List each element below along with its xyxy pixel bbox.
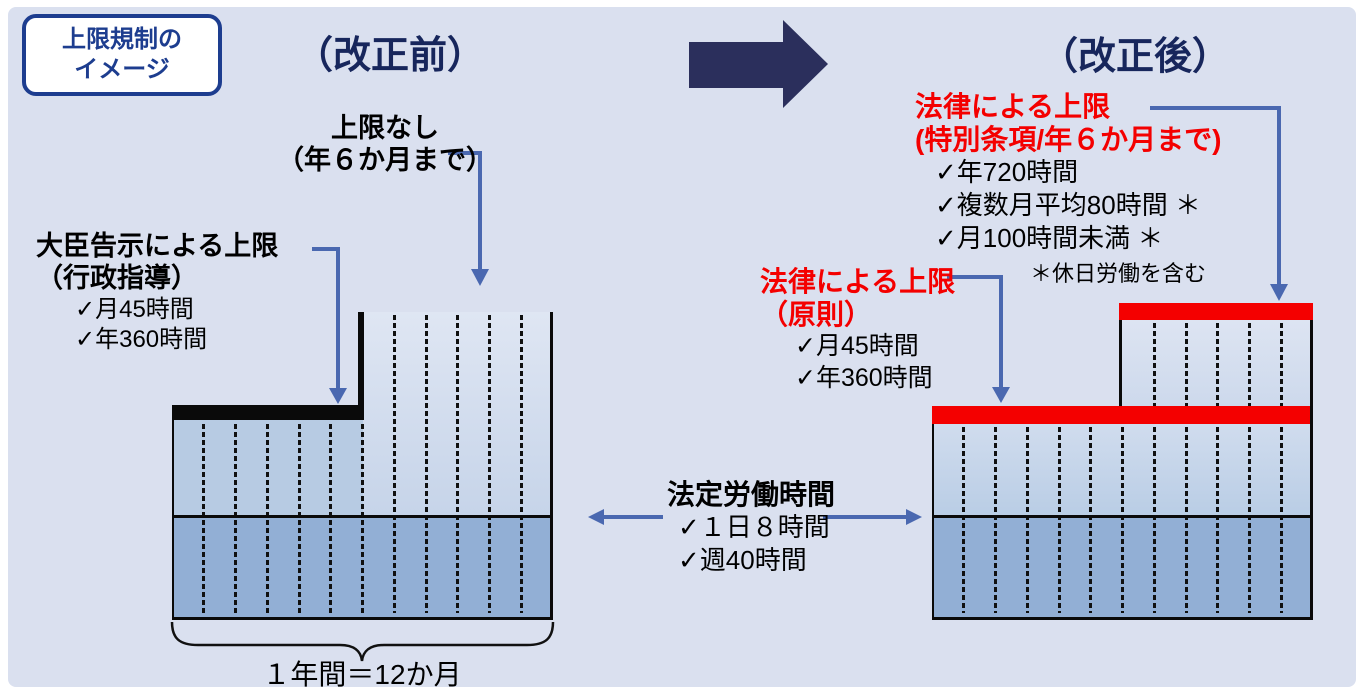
month-divider [488, 315, 491, 613]
before-statutory-line [172, 515, 553, 518]
month-divider [424, 315, 428, 613]
month-divider [1057, 427, 1061, 613]
special-limit-block: 法律による上限 (特別条項/年６か月まで) ✓年720時間 ✓複数月平均80時間… [915, 90, 1221, 254]
month-divider [994, 427, 997, 613]
special-limit-subtitle: (特別条項/年６か月まで) [915, 124, 1222, 156]
month-divider [1025, 427, 1029, 613]
minister-limit-item: ✓月45時間 [75, 295, 194, 323]
month-divider [1248, 323, 1251, 613]
after-principle-limit-bar [932, 406, 1313, 424]
month-divider [1152, 323, 1156, 613]
month-divider [234, 424, 237, 613]
statutory-hours-item: ✓週40時間 [678, 544, 807, 575]
special-limit-title: 法律による上限 [915, 91, 1111, 122]
principle-limit-block: 法律による上限 （原則） ✓月45時間 ✓年360時間 [760, 265, 955, 394]
special-limit-item: ✓年720時間 [935, 157, 1079, 188]
statutory-hours-block: 法定労働時間 ✓１日８時間 ✓週40時間 [663, 478, 873, 577]
month-divider [392, 315, 396, 613]
after-bottom-border [932, 617, 1313, 620]
principle-limit-title: 法律による上限 [760, 266, 956, 297]
month-divider [1216, 323, 1220, 613]
minister-limit-block: 大臣告示による上限 （行政指導） ✓月45時間 ✓年360時間 [36, 231, 278, 355]
principle-limit-item: ✓年360時間 [795, 363, 933, 392]
month-divider [1089, 427, 1093, 613]
before-right-border [550, 312, 553, 620]
statutory-hours-title: 法定労働時間 [667, 479, 836, 510]
heading-before: （改正前） [294, 35, 485, 77]
principle-limit-item: ✓月45時間 [795, 332, 919, 361]
before-minister-limit-bar [172, 405, 364, 420]
month-divider [265, 424, 269, 613]
month-divider [519, 315, 523, 613]
month-divider [962, 427, 966, 613]
month-divider [456, 315, 460, 613]
before-step-border [358, 312, 364, 408]
minister-limit-title: 大臣告示による上限 [36, 231, 279, 261]
title-badge-line2: イメージ [74, 56, 170, 83]
month-divider [361, 424, 364, 613]
month-divider [202, 424, 206, 613]
no-limit-subtitle: （年６か月まで） [277, 145, 493, 176]
principle-limit-subtitle: （原則） [760, 299, 873, 331]
after-special-limit-bar [1119, 303, 1313, 320]
minister-limit-subtitle: （行政指導） [36, 262, 198, 293]
holiday-work-note: ＊休日労働を含む [1030, 261, 1207, 286]
after-left-border [932, 424, 934, 620]
before-left-border [172, 405, 174, 620]
month-divider [1279, 323, 1283, 613]
month-divider [1121, 427, 1124, 613]
year-brace-label: １年間＝12か月 [262, 659, 462, 690]
title-badge: 上限規制の イメージ [22, 14, 222, 96]
no-limit-label: 上限なし （年６か月まで） [270, 112, 500, 177]
after-statutory-line [932, 515, 1313, 518]
no-limit-title: 上限なし [331, 113, 439, 143]
month-divider [297, 424, 301, 613]
before-bottom-border [172, 617, 553, 620]
special-limit-item: ✓複数月平均80時間 ＊ [935, 189, 1201, 220]
after-step-border [1119, 320, 1122, 406]
month-divider [329, 424, 333, 613]
title-badge-line1: 上限規制の [62, 26, 182, 53]
special-limit-item: ✓月100時間未満 ＊ [935, 222, 1164, 253]
minister-limit-item: ✓年360時間 [75, 325, 208, 353]
heading-after: （改正後） [1039, 36, 1230, 78]
statutory-hours-item: ✓１日８時間 [678, 512, 830, 543]
month-divider [1184, 323, 1188, 613]
after-right-border [1310, 320, 1313, 620]
